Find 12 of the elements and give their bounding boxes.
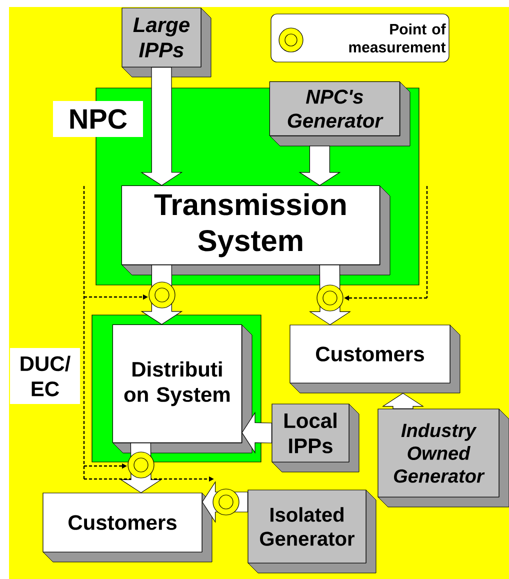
legend-text: Point of measurement (349, 24, 446, 52)
source-box: Large IPPs (122, 8, 212, 78)
system-box: Distributi on System (112, 324, 252, 454)
source-box: Local IPPs (272, 404, 360, 472)
region-label: NPC (53, 101, 143, 137)
source-box: Isolated Generator (248, 490, 376, 574)
source-box: Industry Owned Generator (378, 408, 509, 508)
system-box: Transmission System (121, 185, 390, 276)
system-box: Customers (42, 492, 212, 562)
system-box: Customers (290, 324, 460, 394)
region-label: DUC/ EC (10, 348, 80, 404)
source-box: NPC's Generator (269, 81, 410, 146)
